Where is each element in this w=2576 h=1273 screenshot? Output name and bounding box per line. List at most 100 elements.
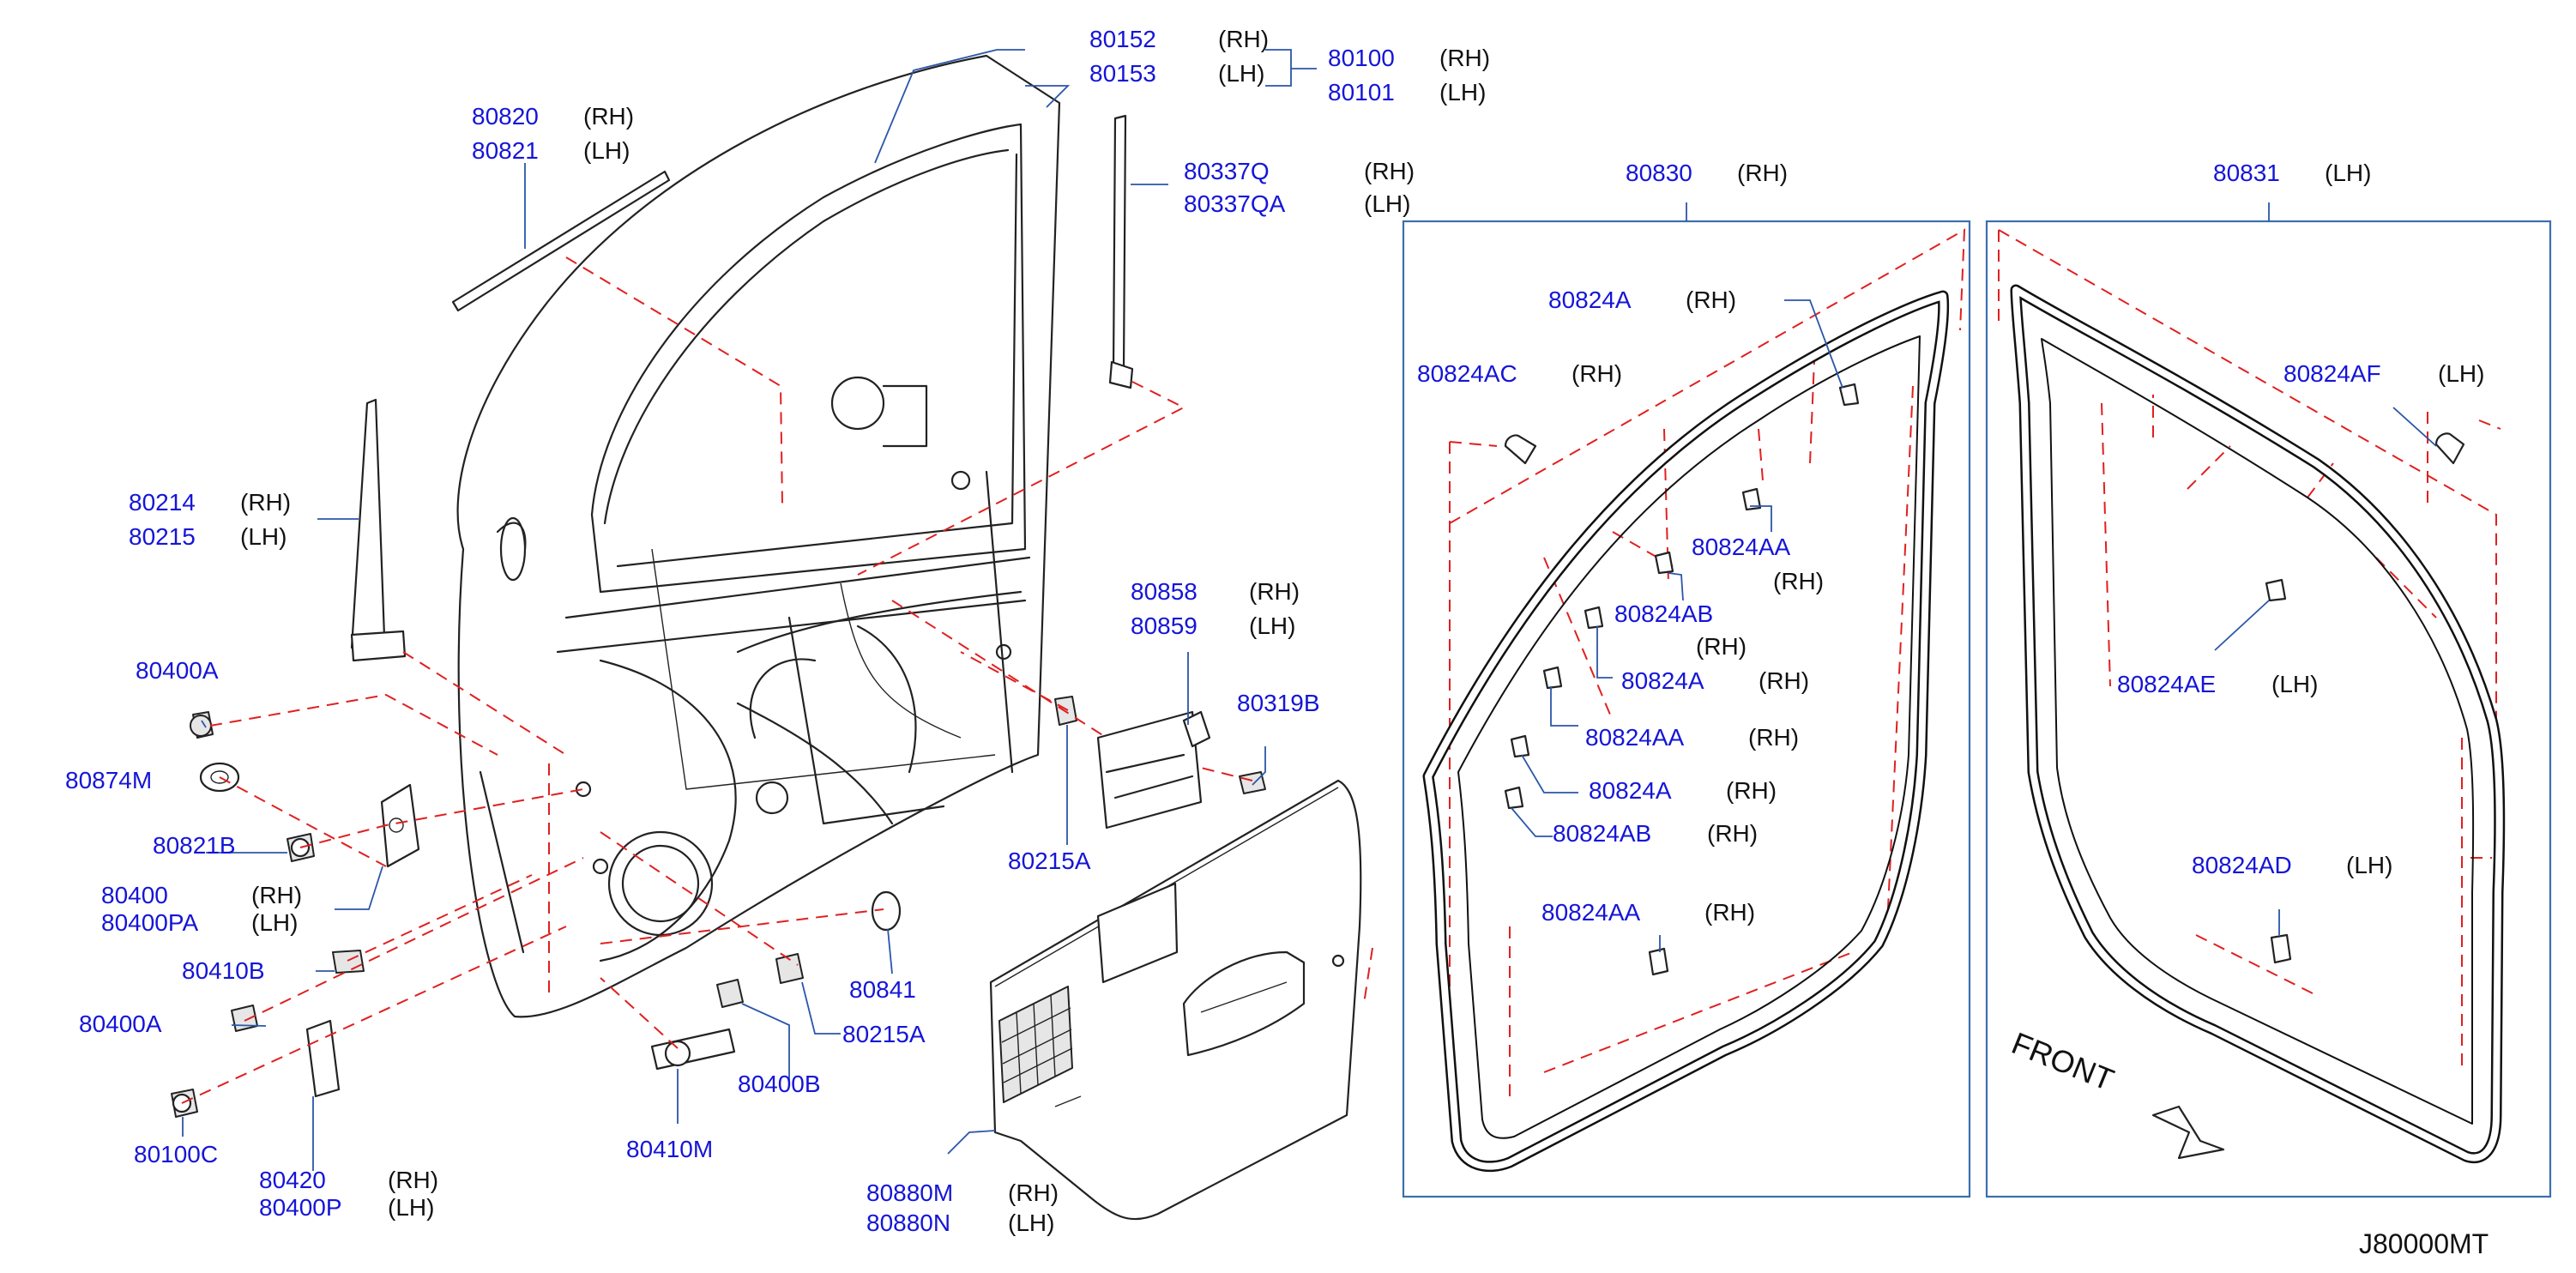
callout-80101[interactable]: 80101 (LH) (1328, 79, 1486, 106)
callout-80420[interactable]: 80420 (RH) (259, 1167, 438, 1193)
part-number[interactable]: 80410M (626, 1136, 714, 1162)
callout-80824A-1[interactable]: 80824A(RH) (1548, 287, 1736, 313)
callout-80824AD[interactable]: 80824AD(LH) (2192, 852, 2392, 878)
part-number[interactable]: 80824AA (1692, 534, 1791, 560)
part-number[interactable]: 80824AD (2192, 852, 2292, 878)
part-number[interactable]: 80874M (65, 767, 153, 793)
part-number[interactable]: 80824AC (1417, 360, 1517, 387)
part-number[interactable]: 80400B (738, 1071, 821, 1097)
part-number[interactable]: 80858 (1131, 578, 1198, 605)
part-number[interactable]: 80880M (866, 1179, 954, 1206)
callout-80400[interactable]: 80400(RH) (101, 882, 302, 908)
side-label: (RH) (1707, 820, 1759, 847)
part-number[interactable]: 80215 (129, 523, 196, 550)
part-number[interactable]: 80153 (1089, 60, 1156, 87)
callout-80337QA[interactable]: 80337QA (LH) (1184, 190, 1410, 217)
callout-80880M[interactable]: 80880M(RH) (866, 1179, 1059, 1206)
callout-80824AB-2[interactable]: 80824AB (RH) (1553, 820, 1758, 847)
callout-80100C[interactable]: 80100C (134, 1143, 218, 1167)
part-number[interactable]: 80337QA (1184, 190, 1286, 217)
part-number[interactable]: 80337Q (1184, 158, 1270, 184)
callout-80824AA-2[interactable]: 80824AA(RH) (1585, 724, 1799, 751)
callout-80215A-1[interactable]: 80215A (1008, 849, 1091, 873)
part-number[interactable]: 80152 (1089, 26, 1156, 52)
callout-80821[interactable]: 80821(LH) (472, 137, 630, 164)
callout-80100[interactable]: 80100(RH) (1328, 45, 1490, 71)
part-number[interactable]: 80824AB (1553, 820, 1652, 847)
callout-80824AC[interactable]: 80824AC (RH) (1417, 360, 1622, 387)
part-number[interactable]: 80824AE (2117, 671, 2217, 697)
callout-80824AA-3[interactable]: 80824AA(RH) (1541, 899, 1755, 926)
callout-80858[interactable]: 80858(RH) (1131, 578, 1300, 605)
callout-80824AF[interactable]: 80824AF(LH) (2283, 360, 2484, 387)
callout-80215[interactable]: 80215 (LH) (129, 523, 287, 550)
part-number[interactable]: 80821 (472, 137, 539, 164)
part-number[interactable]: 80215A (1008, 848, 1091, 874)
part-number[interactable]: 80824AA (1585, 724, 1685, 751)
part-number[interactable]: 80400 (101, 882, 168, 908)
part-number[interactable]: 80400P (259, 1194, 342, 1221)
part-number[interactable]: 80824A (1548, 287, 1632, 313)
callout-80214[interactable]: 80214(RH) (129, 489, 291, 516)
side-label: (LH) (1439, 79, 1487, 106)
callout-80400P[interactable]: 80400P(LH) (259, 1194, 434, 1221)
callout-80859[interactable]: 80859(LH) (1131, 612, 1295, 639)
side-label: (RH) (1218, 26, 1270, 52)
callout-80400A-2[interactable]: 80400A (79, 1012, 162, 1036)
part-number[interactable]: 80824A (1589, 777, 1672, 804)
door-panel (456, 54, 1061, 1018)
part-number[interactable]: 80824A (1621, 667, 1704, 694)
callout-80400PA[interactable]: 80400PA(LH) (101, 909, 298, 936)
callout-80821B[interactable]: 80821B (153, 834, 236, 858)
window-strips (350, 114, 1134, 662)
part-number[interactable]: 80400PA (101, 909, 199, 936)
part-number[interactable]: 80214 (129, 489, 196, 516)
callout-80824A-2[interactable]: 80824A(RH) (1621, 667, 1809, 694)
part-number[interactable]: 80215A (842, 1021, 926, 1047)
callout-80824AE[interactable]: 80824AE(LH) (2117, 671, 2318, 697)
part-number[interactable]: 80101 (1328, 79, 1395, 106)
part-number[interactable]: 80820 (472, 103, 539, 130)
side-label: (LH) (240, 523, 287, 550)
callout-80880N[interactable]: 80880N (LH) (866, 1210, 1054, 1236)
side-label: (RH) (1572, 360, 1623, 387)
part-number[interactable]: 80824AF (2283, 360, 2381, 387)
callout-80215A-2[interactable]: 80215A (842, 1023, 926, 1047)
callout-80831[interactable]: 80831(LH) (2213, 160, 2371, 186)
callout-80337Q[interactable]: 80337Q(RH) (1184, 158, 1415, 184)
part-number[interactable]: 80100 (1328, 45, 1395, 71)
part-number[interactable]: 80410B (182, 957, 265, 984)
part-number[interactable]: 80830 (1626, 160, 1692, 186)
callout-80319B[interactable]: 80319B (1237, 691, 1320, 715)
part-number[interactable]: 80319B (1237, 690, 1320, 716)
part-number[interactable]: 80420 (259, 1167, 326, 1193)
callout-80841[interactable]: 80841 (849, 978, 916, 1002)
callout-80824AA-1[interactable]: 80824AA(RH) (1692, 534, 1824, 594)
callout-80874M[interactable]: 80874M (65, 769, 152, 793)
callout-80153[interactable]: 80153(LH) (1089, 60, 1264, 87)
part-number[interactable]: 80821B (153, 832, 236, 859)
part-number[interactable]: 80824AB (1614, 600, 1714, 627)
part-number[interactable]: 80400A (79, 1011, 162, 1037)
side-label: (RH) (388, 1167, 439, 1193)
callout-80820[interactable]: 80820(RH) (472, 103, 634, 130)
callout-80824A-3[interactable]: 80824A(RH) (1589, 777, 1777, 804)
callout-80824AB-1[interactable]: 80824AB(RH) (1614, 600, 1746, 659)
callout-80410B[interactable]: 80410B (182, 959, 265, 983)
side-label: (LH) (1364, 190, 1411, 217)
part-number[interactable]: 80859 (1131, 612, 1198, 639)
side-label: (LH) (1008, 1210, 1055, 1236)
part-number[interactable]: 80831 (2213, 160, 2280, 186)
part-number[interactable]: 80100C (134, 1141, 219, 1167)
part-number[interactable]: 80400A (136, 657, 219, 684)
part-number[interactable]: 80824AA (1541, 899, 1641, 926)
callout-80152[interactable]: 80152 (RH) (1089, 26, 1269, 52)
part-number[interactable]: 80841 (849, 976, 916, 1003)
callout-80410M[interactable]: 80410M (626, 1137, 713, 1161)
callout-80400B[interactable]: 80400B (738, 1072, 821, 1096)
callout-80830[interactable]: 80830(RH) (1626, 160, 1788, 186)
part-number[interactable]: 80880N (866, 1210, 951, 1236)
callout-80400A-1[interactable]: 80400A (136, 659, 219, 683)
